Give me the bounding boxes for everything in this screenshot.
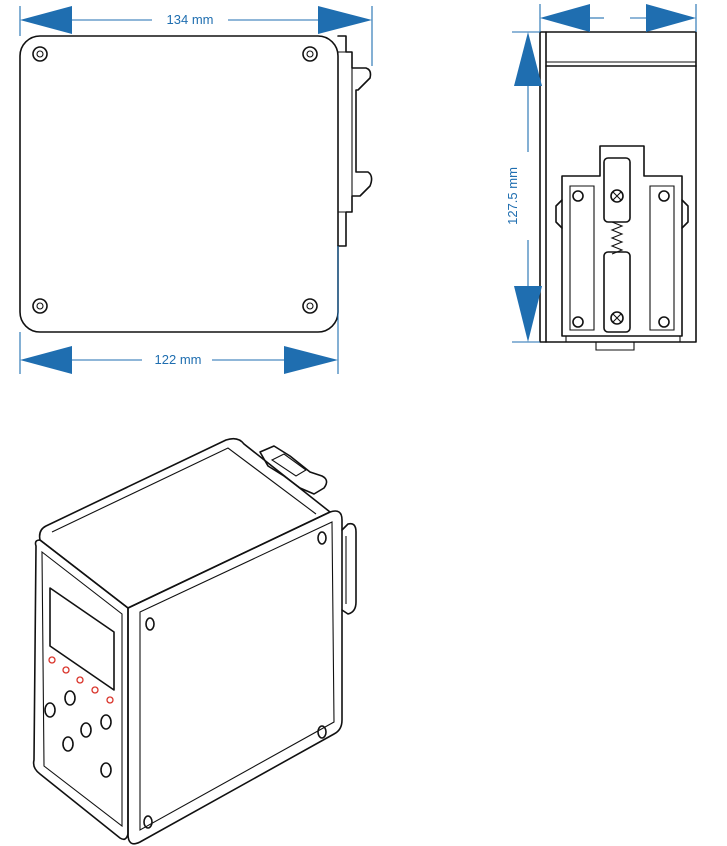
iso-top-face [38, 437, 331, 609]
screw-icon [302, 298, 318, 314]
led-indicators [48, 656, 114, 704]
side-housing [539, 31, 697, 343]
dimension-arrow-bottom [20, 346, 338, 374]
led-icon [62, 666, 70, 674]
keypad-button-icon [64, 690, 76, 706]
keypad-button-icon [44, 702, 56, 718]
dimension-label-bottom: 122 mm [155, 352, 202, 367]
keypad-button-icon [100, 762, 112, 778]
led-icon [91, 686, 99, 694]
screw-icon [317, 725, 327, 739]
dimension-label-side: 127.5 mm [505, 167, 520, 225]
iso-din-clip-side [341, 522, 357, 615]
iso-din-clip-top [259, 445, 328, 495]
screw-icon [302, 46, 318, 62]
screw-icon [143, 815, 153, 829]
dimension-arrow-side-vertical [514, 32, 542, 342]
dimension-arrow-top [20, 6, 372, 34]
side-view: 127.5 mm [505, 4, 697, 351]
keypad-button-icon [62, 736, 74, 752]
keypad-button-icon [80, 722, 92, 738]
iso-side-face [127, 510, 343, 845]
dimension-label-top: 134 mm [167, 12, 214, 27]
iso-front-face [32, 539, 129, 841]
led-icon [106, 696, 114, 704]
dimension-arrow-side-top [540, 4, 696, 32]
isometric-view [32, 437, 357, 845]
screw-icon [32, 46, 48, 62]
display-screen [49, 587, 115, 691]
screw-icon [317, 531, 327, 545]
front-plate [19, 35, 339, 333]
keypad-button-icon [100, 714, 112, 730]
screw-icon [145, 617, 155, 631]
led-icon [48, 656, 56, 664]
din-rail-bracket [555, 145, 689, 351]
front-view: 134 mm 122 mm [19, 6, 373, 374]
screw-icon [32, 298, 48, 314]
led-icon [76, 676, 84, 684]
din-clip-side [337, 35, 373, 247]
keypad-buttons [44, 690, 112, 778]
